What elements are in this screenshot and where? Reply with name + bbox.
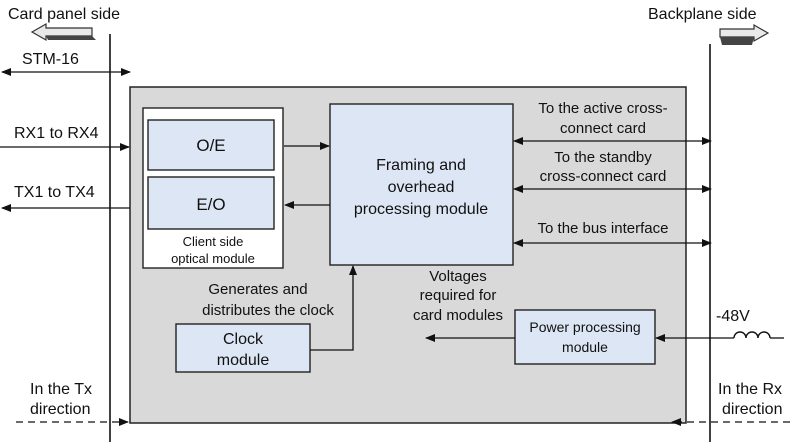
power-module (514, 309, 656, 365)
oe-label: O/E (196, 136, 225, 155)
optical-module-label-line2: optical module (171, 251, 255, 266)
optical-module-label-line1: Client side (183, 234, 244, 249)
clock-label-line2: module (217, 352, 270, 369)
power-label-line2: module (562, 339, 608, 355)
to-bus-label: To the bus interface (538, 220, 669, 237)
to-standby-line2: cross-connect card (540, 168, 667, 185)
clock-note-line1: Generates and (208, 281, 307, 298)
card-panel-arrow-icon (30, 22, 96, 42)
voltages-line3: card modules (413, 307, 503, 324)
clock-label-line1: Clock (223, 331, 264, 348)
to-active-line2: connect card (560, 120, 646, 137)
stm16-label: STM-16 (22, 51, 79, 68)
framing-label-line3: processing module (354, 201, 488, 218)
rx-label: RX1 to RX4 (14, 125, 99, 142)
framing-label-line1: Framing and (376, 157, 466, 174)
to-active-line1: To the active cross- (538, 100, 667, 117)
card-panel-side-label: Card panel side (8, 6, 120, 23)
clock-module (175, 323, 311, 373)
tx-direction-line1: In the Tx (30, 381, 92, 398)
rx-direction-line2: direction (722, 401, 782, 418)
eo-module (147, 176, 275, 230)
voltages-line1: Voltages (429, 268, 487, 285)
oe-module (147, 119, 275, 171)
inductor-icon (655, 331, 784, 342)
framing-label-line2: overhead (388, 179, 455, 196)
backplane-arrow-icon (719, 23, 770, 45)
neg48v-label: -48V (716, 308, 750, 325)
power-label-line1: Power processing (529, 319, 640, 335)
backplane-side-label: Backplane side (648, 6, 757, 23)
voltages-line2: required for (420, 287, 497, 304)
framing-module (329, 103, 514, 266)
clock-note-line2: distributes the clock (202, 302, 334, 319)
eo-label: E/O (196, 195, 225, 214)
to-standby-line1: To the standby (554, 149, 652, 166)
tx-label: TX1 to TX4 (14, 184, 95, 201)
clock-to-framing-arrow (310, 265, 357, 351)
tx-direction-line2: direction (30, 401, 90, 418)
rx-direction-line1: In the Rx (718, 381, 782, 398)
